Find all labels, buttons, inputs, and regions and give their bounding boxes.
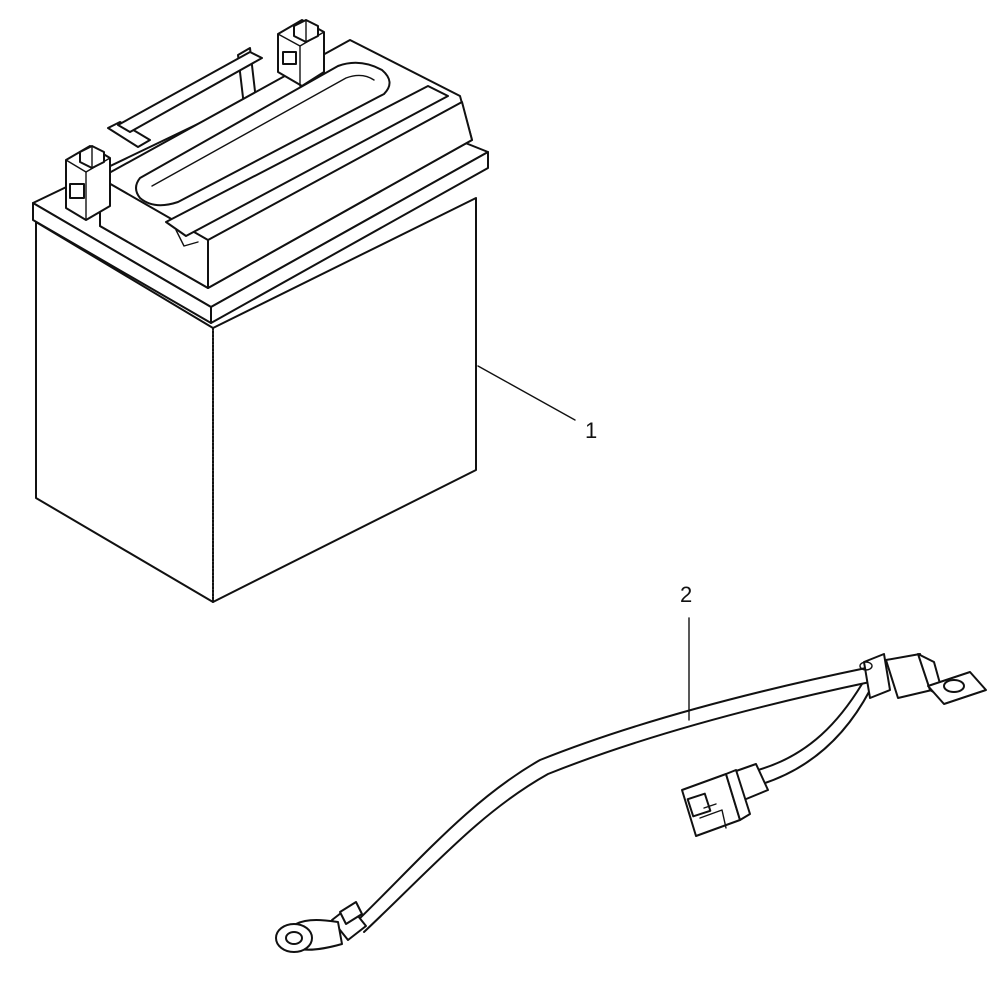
ring-terminal <box>275 901 367 953</box>
callout-label-2: 2 <box>680 582 692 607</box>
harness-branch-cable <box>757 683 863 771</box>
callout-2: 2 <box>680 582 692 721</box>
wire-harness <box>275 653 987 953</box>
harness-coupler <box>681 763 769 837</box>
callout-label-1: 1 <box>585 418 597 443</box>
callout-1: 1 <box>477 365 597 443</box>
battery <box>32 19 489 603</box>
battery-terminal-right <box>277 19 325 87</box>
leader-line-1 <box>477 365 576 421</box>
battery-vent-strip <box>135 61 391 207</box>
battery-case-side <box>212 197 477 603</box>
harness-main-cable <box>353 667 867 925</box>
battery-lid-rim-side <box>210 151 489 324</box>
battery-terminal-left <box>65 145 111 221</box>
lug-terminal <box>859 653 987 705</box>
